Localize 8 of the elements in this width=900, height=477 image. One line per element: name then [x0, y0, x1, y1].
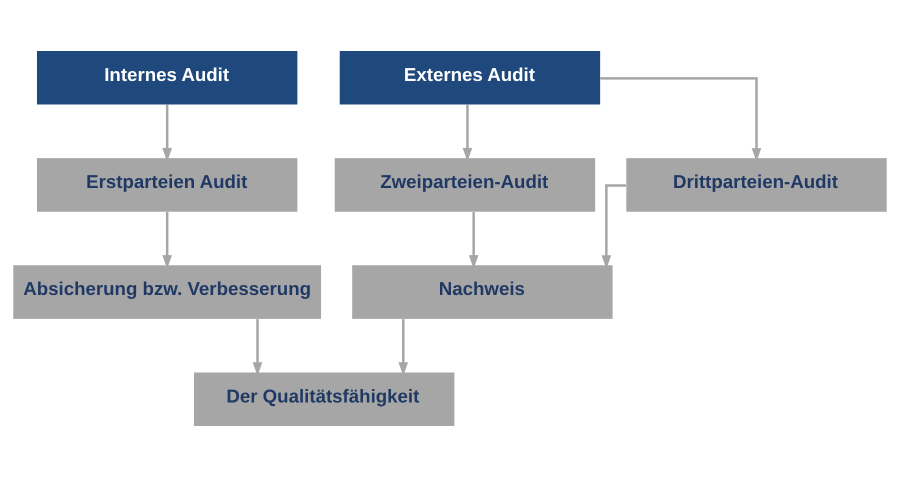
node-box: Zweiparteien-Audit: [334, 158, 596, 212]
node-box: Drittparteien-Audit: [626, 158, 887, 212]
node-box: Internes Audit: [36, 50, 298, 105]
node-box: Nachweis: [352, 265, 613, 319]
node-box: Externes Audit: [340, 50, 600, 105]
node-box: Erstparteien Audit: [36, 158, 298, 212]
node-box: Absicherung bzw. Verbesserung: [13, 265, 322, 319]
node-box: Der Qualitätsfähigkeit: [194, 372, 454, 426]
